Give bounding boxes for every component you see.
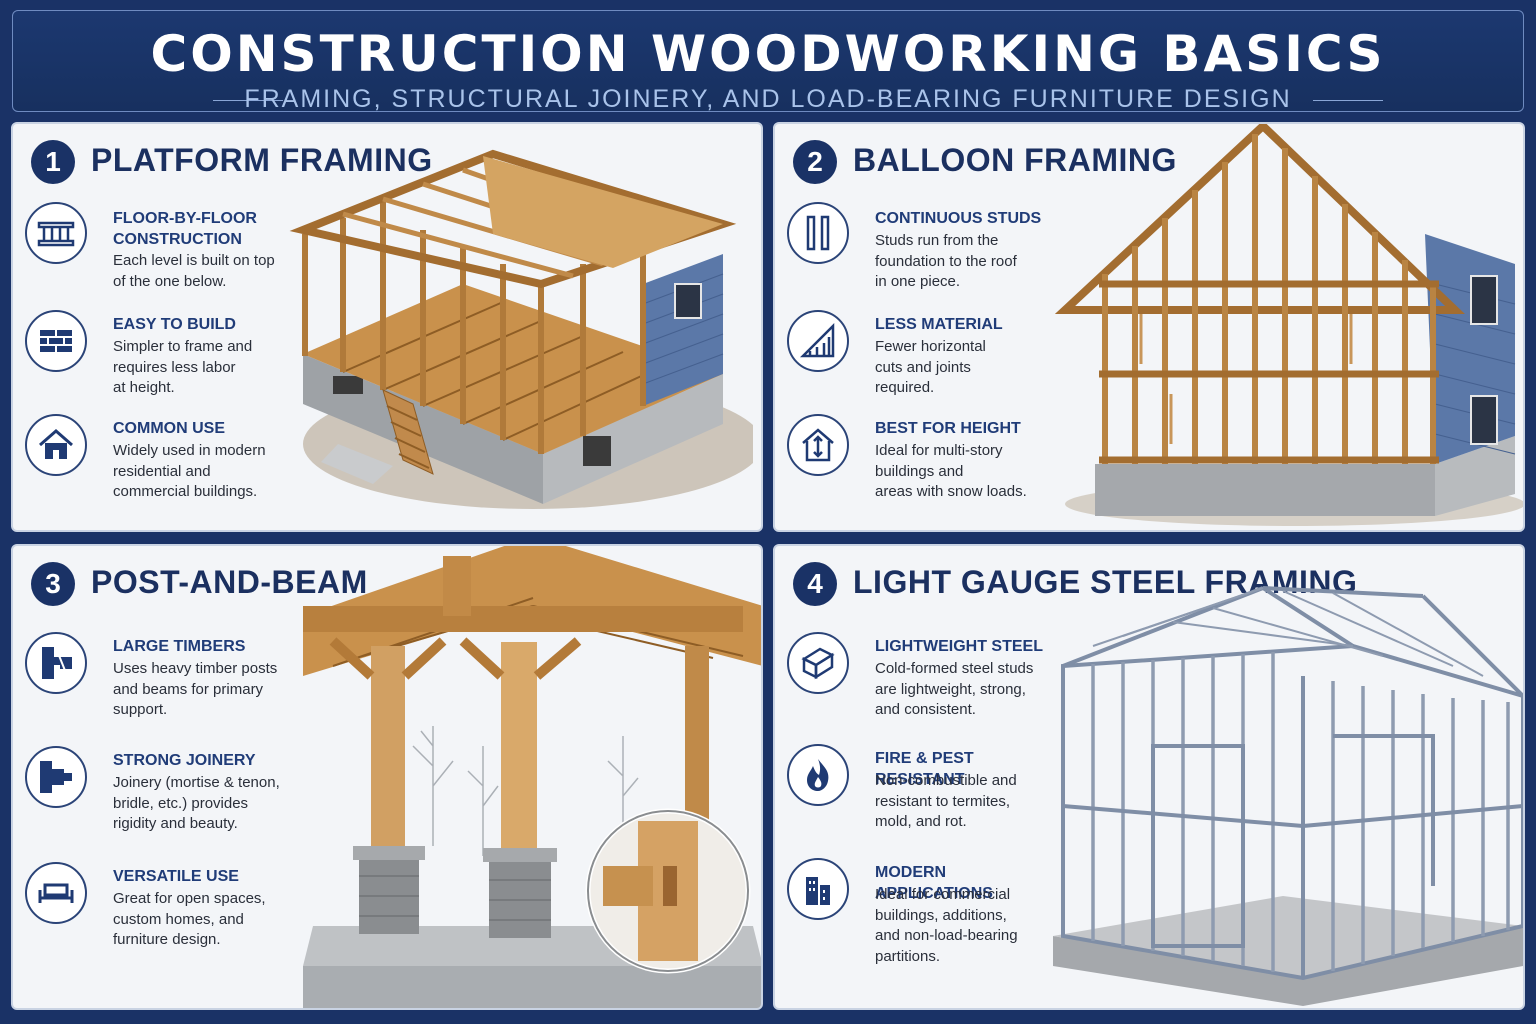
post-and-beam-illustration (303, 546, 761, 1008)
page-header: CONSTRUCTION WOODWORKING BASICS FRAMING,… (12, 10, 1524, 113)
feature-title: LESS MATERIAL (875, 316, 1003, 333)
panel-post-and-beam: 3 POST-AND-BEAM LARGE TIMBERS Uses heavy… (11, 544, 763, 1010)
flame-icon (787, 744, 849, 806)
panel-title: BALLOON FRAMING (853, 142, 1177, 178)
steel-channel-icon (787, 632, 849, 694)
panel-title: POST-AND-BEAM (91, 564, 368, 600)
subtitle-rule-left (213, 100, 283, 101)
steel-framing-illustration (1053, 586, 1523, 1006)
feature-description: Widely used in modern residential and co… (113, 442, 266, 500)
panel-number: 1 (31, 140, 75, 184)
feature-description: Joinery (mortise & tenon, bridle, etc.) … (113, 774, 280, 832)
bricks-icon (25, 310, 87, 372)
feature-versatile-use: VERSATILE USE Great for open spaces, cus… (25, 862, 285, 962)
feature-description: Ideal for multi-story buildings and area… (875, 442, 1027, 500)
feature-easy-to-build: EASY TO BUILD Simpler to frame and requi… (25, 310, 285, 410)
feature-title: COMMON USE (113, 420, 225, 437)
feature-title: STRONG JOINERY (113, 752, 256, 769)
panel-platform-framing: 1 PLATFORM FRAMING FLOOR-BY-FLOOR CONSTR… (11, 122, 763, 532)
feature-best-for-height: BEST FOR HEIGHT Ideal for multi-story bu… (787, 414, 1047, 514)
balloon-framing-illustration (1055, 124, 1523, 526)
feature-title: MODERN APPLICATIONS (875, 864, 993, 902)
feature-floor-by-floor: FLOOR-BY-FLOOR CONSTRUCTION Each level i… (25, 202, 285, 302)
page-subtitle: FRAMING, STRUCTURAL JOINERY, AND LOAD-BE… (244, 85, 1292, 113)
bench-icon (25, 862, 87, 924)
feature-description: Ideal for commercial buildings, addition… (875, 886, 1018, 965)
feature-description: Cold-formed steel studs are lightweight,… (875, 660, 1034, 718)
house-height-icon (787, 414, 849, 476)
feature-title: CONTINUOUS STUDS (875, 210, 1042, 227)
timber-joint-icon (25, 632, 87, 694)
subtitle-rule-right (1313, 100, 1383, 101)
panel-number: 3 (31, 562, 75, 606)
feature-less-material: LESS MATERIAL Fewer horizontal cuts and … (787, 310, 1047, 410)
page-title: CONSTRUCTION WOODWORKING BASICS (150, 25, 1386, 83)
panel-number: 4 (793, 562, 837, 606)
studs-icon (25, 202, 87, 264)
feature-continuous-studs: CONTINUOUS STUDS Studs run from the foun… (787, 202, 1047, 302)
buildings-icon (787, 858, 849, 920)
feature-description: Non-combustible and resistant to termite… (875, 772, 1017, 830)
feature-modern-applications: MODERN APPLICATIONS Ideal for commercial… (787, 858, 1047, 988)
feature-description: Great for open spaces, custom homes, and… (113, 890, 266, 948)
panel-balloon-framing: 2 BALLOON FRAMING CONTINUOUS STUDS Studs… (773, 122, 1525, 532)
mortise-tenon-icon (25, 746, 87, 808)
panel-title: PLATFORM FRAMING (91, 142, 433, 178)
panel-light-gauge-steel-framing: 4 LIGHT GAUGE STEEL FRAMING LIGHTWEIGHT … (773, 544, 1525, 1010)
feature-title: EASY TO BUILD (113, 316, 236, 333)
feature-large-timbers: LARGE TIMBERS Uses heavy timber posts an… (25, 632, 285, 732)
house-icon (25, 414, 87, 476)
feature-title: FIRE & PEST RESISTANT (875, 750, 974, 788)
feature-title: BEST FOR HEIGHT (875, 420, 1021, 437)
feature-description: Each level is built on top of the one be… (113, 252, 275, 290)
platform-framing-illustration (289, 149, 753, 509)
feature-title: VERSATILE USE (113, 868, 239, 885)
feature-description: Uses heavy timber posts and beams for pr… (113, 660, 278, 718)
feature-description: Simpler to frame and requires less labor… (113, 338, 253, 396)
feature-lightweight-steel: LIGHTWEIGHT STEEL Cold-formed steel stud… (787, 632, 1047, 732)
feature-fire-pest-resistant: FIRE & PEST RESISTANT Non-combustible an… (787, 744, 1047, 844)
ruler-triangle-icon (787, 310, 849, 372)
feature-title: LARGE TIMBERS (113, 638, 246, 655)
feature-title: LIGHTWEIGHT STEEL (875, 638, 1043, 655)
feature-description: Fewer horizontal cuts and joints require… (875, 338, 986, 396)
feature-common-use: COMMON USE Widely used in modern residen… (25, 414, 285, 514)
feature-strong-joinery: STRONG JOINERY Joinery (mortise & tenon,… (25, 746, 285, 846)
feature-title: FLOOR-BY-FLOOR CONSTRUCTION (113, 210, 257, 248)
panel-number: 2 (793, 140, 837, 184)
feature-description: Studs run from the foundation to the roo… (875, 232, 1017, 290)
continuous-studs-icon (787, 202, 849, 264)
